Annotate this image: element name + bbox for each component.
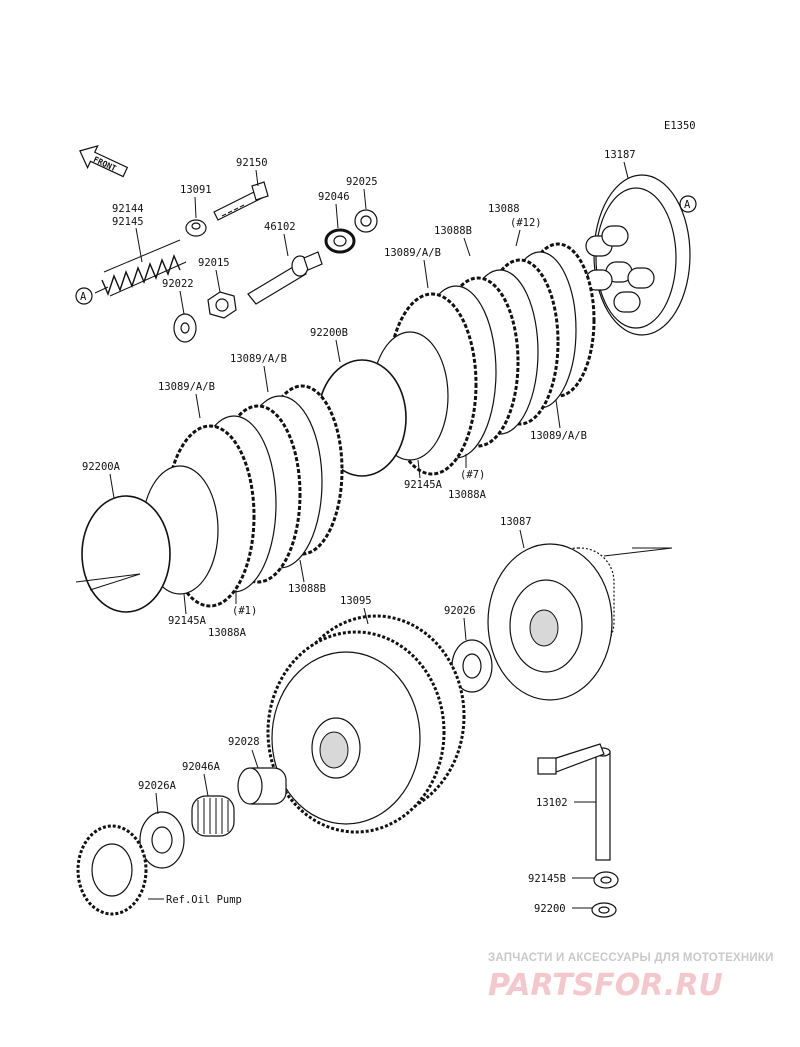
label-92022: 92022 <box>162 278 194 290</box>
label-92025: 92025 <box>346 176 378 188</box>
ref-a-circle-right <box>679 195 697 213</box>
label-13091: 13091 <box>180 184 212 196</box>
label-13089-right: 13089/A/B <box>530 430 587 442</box>
washer-92022 <box>173 313 197 343</box>
label-92145A-mid: 92145A <box>404 479 443 491</box>
ref-a-left: A <box>80 291 87 303</box>
front-arrow-icon: FRONT <box>79 144 129 178</box>
label-13089-left1: 13089/A/B <box>230 353 287 365</box>
label-13089-left2: 13089/A/B <box>158 381 215 393</box>
label-12-note: (#12) <box>510 217 542 229</box>
label-13102: 13102 <box>536 797 568 809</box>
washer-92026 <box>451 639 493 693</box>
label-92145A-low: 92145A <box>168 615 207 627</box>
label-46102: 46102 <box>264 221 296 233</box>
label-92145: 92145 <box>112 216 144 228</box>
label-13187: 13187 <box>604 149 636 161</box>
plate-stack-lower <box>75 384 673 613</box>
label-92200A: 92200A <box>82 461 121 473</box>
nut-92015 <box>207 291 237 319</box>
clutch-hub-13087 <box>487 543 615 701</box>
pressure-plate-13187 <box>585 174 691 336</box>
watermark-brand: PARTSFOR.RU <box>488 968 723 1003</box>
plate-stack-upper <box>317 242 596 477</box>
label-13088A-mid: 13088A <box>448 489 487 501</box>
bolt-92150 <box>213 181 269 221</box>
washer-92025 <box>354 209 378 233</box>
label-92145B: 92145B <box>528 873 566 885</box>
label-92026: 92026 <box>444 605 476 617</box>
release-shaft-13102 <box>537 743 611 861</box>
pushrod-46102 <box>247 251 323 305</box>
ref-a-right: A <box>684 199 691 211</box>
label-92015: 92015 <box>198 257 230 269</box>
label-13087: 13087 <box>500 516 532 528</box>
label-92028: 92028 <box>228 736 260 748</box>
label-92144: 92144 <box>112 203 144 215</box>
label-92150: 92150 <box>236 157 268 169</box>
label-13088B-low: 13088B <box>288 583 326 595</box>
washer-92026A <box>139 811 185 869</box>
needle-bearing-92046A <box>191 795 235 837</box>
label-13089-top: 13089/A/B <box>384 247 441 259</box>
diagram-code: E1350 <box>664 120 696 132</box>
label-92046A: 92046A <box>182 761 221 773</box>
washer-13091 <box>185 219 207 237</box>
washer-92200 <box>591 902 617 918</box>
label-13088-top: 13088 <box>488 203 520 215</box>
label-92200B: 92200B <box>310 327 348 339</box>
label-92046-top: 92046 <box>318 191 350 203</box>
label-13088A-low: 13088A <box>208 627 247 639</box>
label-7-note: (#7) <box>460 469 485 481</box>
watermark-tagline: ЗАПЧАСТИ И АКСЕССУАРЫ ДЛЯ МОТОТЕХНИКИ <box>488 952 774 964</box>
clutch-spring <box>94 239 187 297</box>
label-13088B-top: 13088B <box>434 225 472 237</box>
label-92200: 92200 <box>534 903 566 915</box>
label-ref-oil-pump: Ref.Oil Pump <box>166 894 242 906</box>
ref-a-circle-left <box>75 287 93 305</box>
clutch-housing-13095 <box>266 614 466 834</box>
label-1-note: (#1) <box>232 605 257 617</box>
oil-pump-gear <box>76 824 148 916</box>
label-13095: 13095 <box>340 595 372 607</box>
spring-clip-92145B <box>593 871 619 889</box>
label-92026A: 92026A <box>138 780 177 792</box>
bearing-92046 <box>324 228 356 254</box>
sleeve-92028 <box>237 767 287 805</box>
